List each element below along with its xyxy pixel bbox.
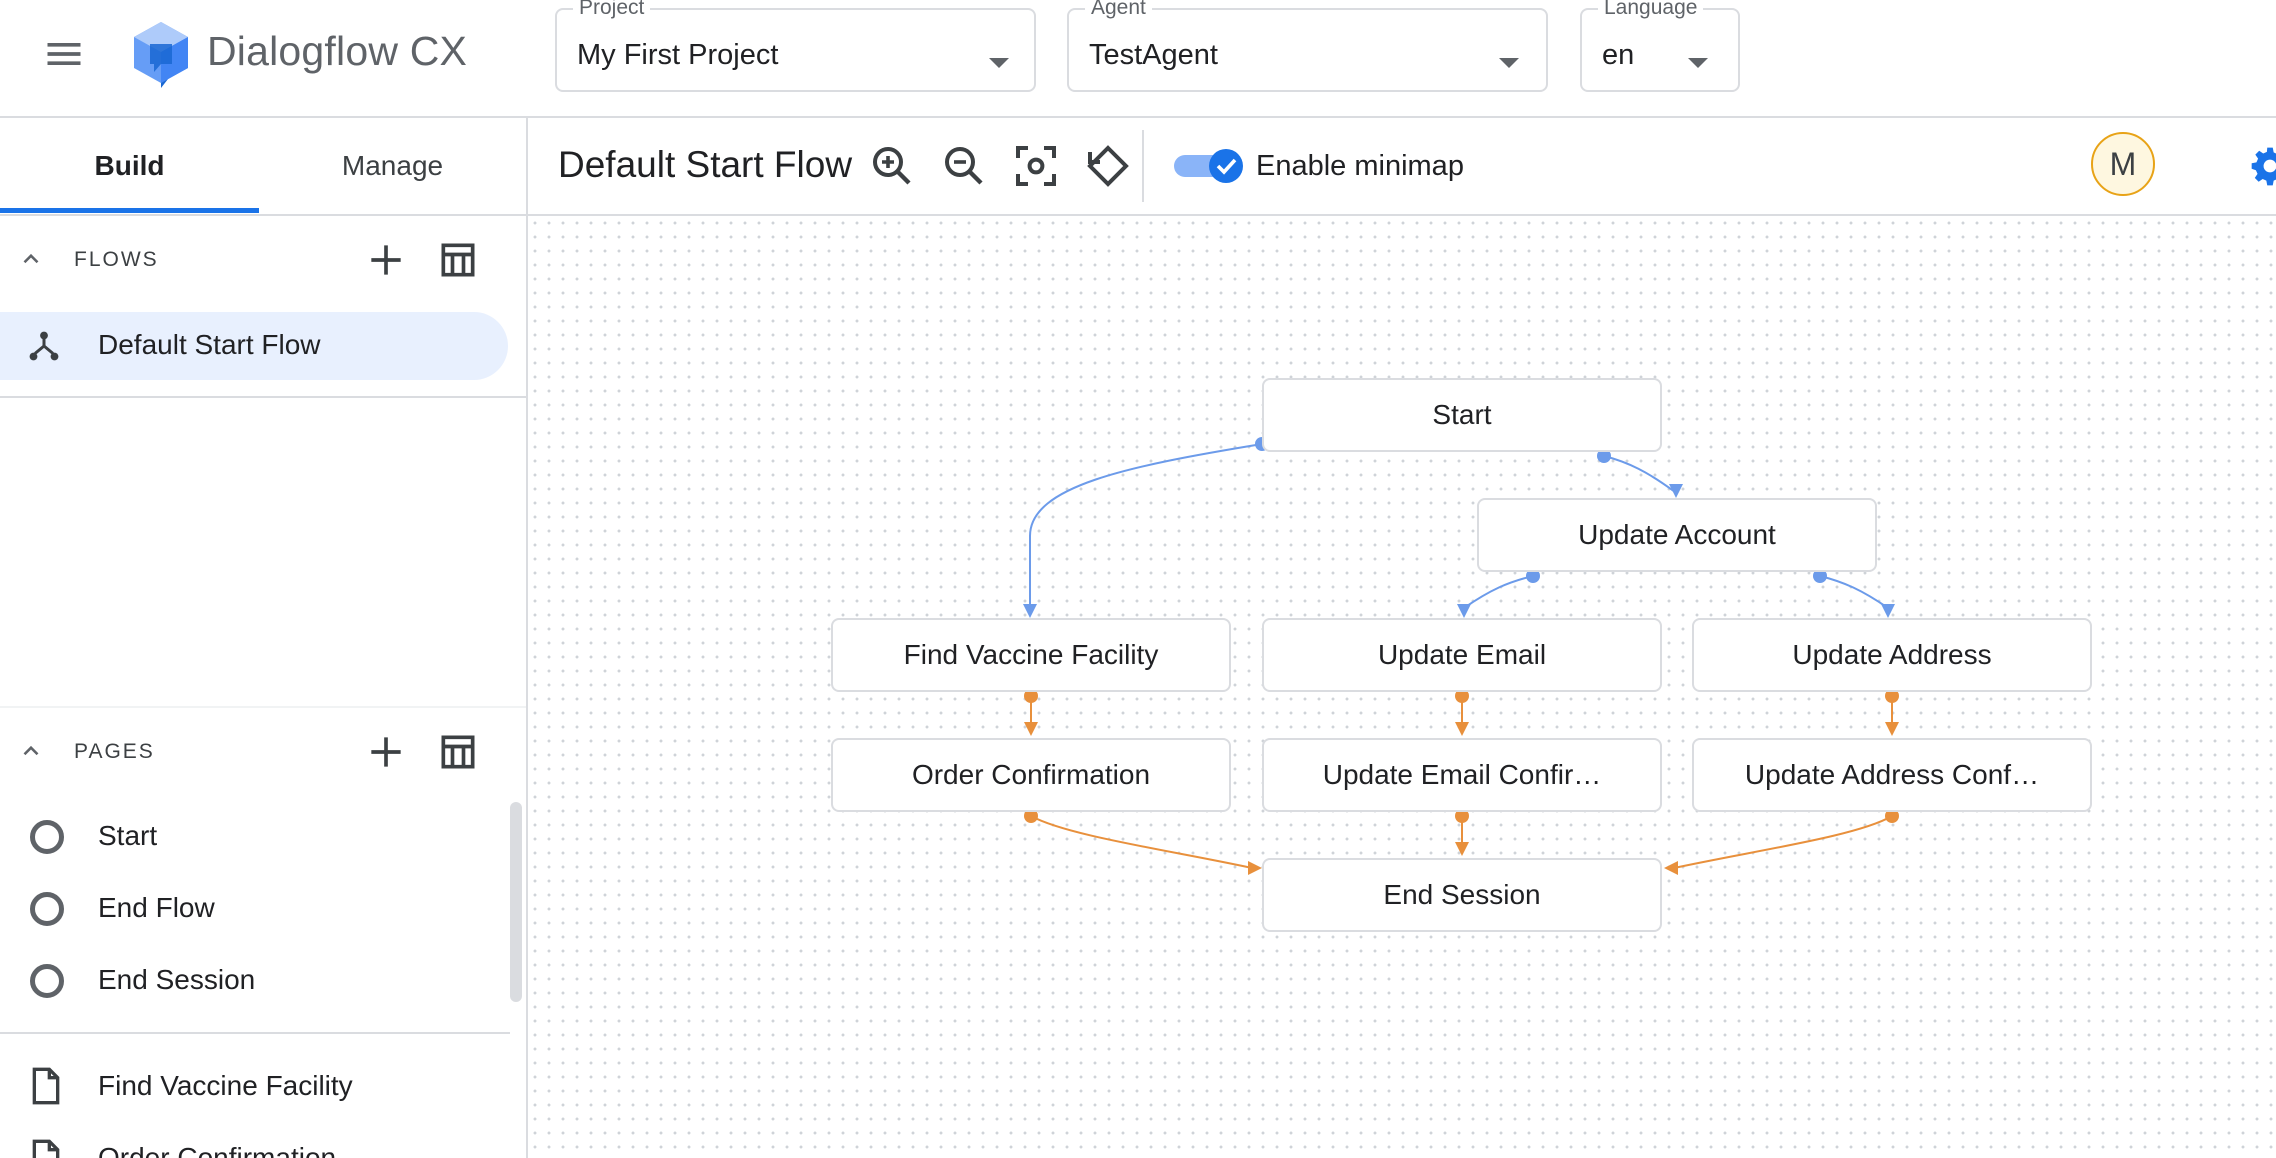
section-shadow (0, 706, 526, 708)
page-item-start[interactable]: Start (0, 806, 510, 866)
agent-select[interactable]: Agent TestAgent (1067, 0, 1548, 92)
pages-section-header: PAGES (0, 722, 526, 782)
reset-layout-icon[interactable] (1084, 142, 1132, 190)
edge-start-to-find-vaccine (1029, 443, 1263, 614)
node-order-confirmation[interactable]: Order Confirmation (831, 738, 1231, 812)
circle-outline-icon (30, 964, 64, 998)
graph-edges (1023, 437, 1899, 875)
minimap-toggle[interactable] (1172, 148, 1248, 184)
page-item-label: Find Vaccine Facility (98, 1070, 353, 1101)
gear-icon[interactable] (2248, 144, 2276, 188)
minimap-label: Enable minimap (1256, 150, 1464, 182)
node-end-session[interactable]: End Session (1262, 858, 1662, 932)
language-select[interactable]: Language en (1580, 0, 1740, 92)
menu-icon[interactable] (42, 32, 86, 76)
agent-select-value: TestAgent (1089, 39, 1218, 71)
page-item-order-confirmation[interactable]: Order Confirmation (0, 1128, 510, 1158)
circle-outline-icon (30, 820, 64, 854)
avatar[interactable]: M (2091, 132, 2155, 196)
document-icon (32, 1067, 60, 1105)
node-update-email-confirmation[interactable]: Update Email Confir… (1262, 738, 1662, 812)
document-icon (32, 1139, 60, 1158)
language-select-label: Language (1598, 0, 1704, 20)
project-select[interactable]: Project My First Project (555, 0, 1036, 92)
dialogflow-logo-icon (134, 22, 188, 88)
add-flow-button[interactable] (364, 238, 408, 282)
left-panel-scrollbar[interactable] (510, 802, 522, 1002)
project-select-value: My First Project (577, 39, 779, 71)
pages-table-icon[interactable] (436, 730, 480, 774)
zoom-out-icon[interactable] (940, 142, 988, 190)
flows-section-title: FLOWS (74, 248, 159, 271)
page-item-end-flow[interactable]: End Flow (0, 878, 510, 938)
fit-to-screen-icon[interactable] (1012, 142, 1060, 190)
chevron-down-icon (1499, 58, 1519, 68)
flows-table-icon[interactable] (436, 238, 480, 282)
flows-section-header: FLOWS (0, 230, 526, 290)
node-start[interactable]: Start (1262, 378, 1662, 452)
active-tab-indicator (0, 208, 259, 213)
edge-start-to-update-account (1603, 455, 1676, 493)
flow-title: Default Start Flow (558, 144, 853, 185)
page-item-find-vaccine-facility[interactable]: Find Vaccine Facility (0, 1056, 510, 1116)
zoom-in-icon[interactable] (868, 142, 916, 190)
chevron-down-icon (989, 58, 1009, 68)
node-update-address-confirmation[interactable]: Update Address Conf… (1692, 738, 2092, 812)
divider (0, 214, 526, 216)
flow-item-default-start-flow[interactable]: Default Start Flow (0, 312, 508, 380)
page-item-label: Order Confirmation (98, 1142, 337, 1158)
node-update-address[interactable]: Update Address (1692, 618, 2092, 692)
add-page-button[interactable] (364, 730, 408, 774)
chevron-up-icon[interactable] (18, 738, 44, 764)
left-navigation-panel: Build Manage FLOWS Default Start Flow PA… (0, 118, 528, 1158)
tab-manage[interactable]: Manage (341, 150, 444, 181)
chevron-down-icon (1688, 58, 1708, 68)
circle-outline-icon (30, 892, 64, 926)
agent-select-label: Agent (1085, 0, 1152, 20)
app-title: Dialogflow CX (207, 28, 468, 74)
page-item-label: End Session (98, 964, 256, 995)
node-update-email[interactable]: Update Email (1262, 618, 1662, 692)
tab-build[interactable]: Build (94, 150, 165, 181)
node-find-vaccine-facility[interactable]: Find Vaccine Facility (831, 618, 1231, 692)
divider (1142, 130, 1144, 202)
flow-hub-icon (29, 331, 59, 361)
page-item-label: Start (98, 820, 158, 851)
divider (0, 1032, 510, 1034)
edge-account-to-email (1463, 575, 1534, 609)
page-item-label: End Flow (98, 892, 215, 923)
page-item-end-session[interactable]: End Session (0, 950, 510, 1010)
edge-account-to-address (1819, 575, 1889, 609)
pages-section-title: PAGES (74, 740, 155, 763)
chevron-up-icon[interactable] (18, 246, 44, 272)
project-select-label: Project (573, 0, 651, 20)
flow-toolbar: Default Start Flow Enable minimap M (528, 118, 2276, 216)
divider (0, 396, 526, 398)
language-select-value: en (1602, 39, 1635, 71)
top-app-bar: Dialogflow CX Project My First Project A… (0, 0, 2276, 118)
flow-graph-canvas[interactable]: Start Update Account Find Vaccine Facili… (528, 216, 2276, 1158)
node-update-account[interactable]: Update Account (1477, 498, 1877, 572)
flow-item-label: Default Start Flow (98, 329, 321, 360)
